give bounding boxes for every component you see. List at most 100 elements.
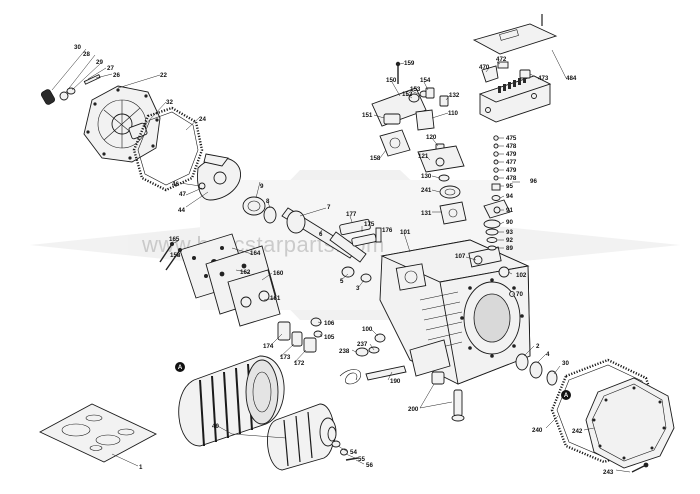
label-29: 29 — [96, 59, 103, 66]
label-120: 120 — [426, 134, 437, 141]
label-477: 477 — [506, 159, 517, 166]
label-478a: 478 — [506, 143, 517, 150]
stator-bore — [245, 359, 279, 425]
shaft-7-counterweight — [286, 210, 306, 234]
label-158b: 158 — [370, 155, 381, 162]
service-valve-assembly — [371, 61, 449, 157]
rotor-bars — [283, 411, 313, 467]
label-158a: 158 — [170, 252, 181, 259]
label-8: 8 — [266, 198, 270, 205]
bolt-200-foot — [451, 414, 465, 422]
marker-a-top-text: A — [178, 365, 183, 371]
ring-100 — [374, 333, 386, 343]
ring-92 — [486, 237, 498, 243]
crankshaft-assembly — [242, 196, 382, 283]
label-154: 154 — [420, 77, 431, 84]
gasket-ring-e — [89, 445, 103, 451]
flange-158-hole — [389, 137, 401, 149]
bolt-56 — [345, 457, 359, 461]
label-101: 101 — [400, 229, 411, 236]
screw-28 — [83, 74, 101, 85]
valve-161b — [258, 290, 270, 302]
ring-4 — [529, 361, 543, 379]
seal-152 — [408, 93, 420, 103]
label-7: 7 — [327, 204, 331, 211]
ring-172 — [303, 337, 317, 353]
crankcase-fins — [419, 291, 463, 351]
gasket-ring-b — [95, 434, 121, 446]
leader-lines — [51, 48, 631, 473]
valve-161a — [240, 296, 252, 308]
label-164: 164 — [250, 250, 261, 257]
label-177: 177 — [346, 211, 357, 218]
ring-89 — [487, 245, 497, 251]
label-160: 160 — [273, 270, 284, 277]
label-90: 90 — [506, 219, 513, 226]
part-478a — [493, 143, 499, 149]
flange-131-hole — [448, 208, 458, 218]
label-121: 121 — [418, 153, 429, 160]
label-54: 54 — [350, 449, 357, 456]
label-162: 162 — [240, 269, 251, 276]
crankcase-bore-inner — [473, 293, 511, 343]
suction-cover-assembly — [40, 74, 204, 192]
valve-91-core — [493, 206, 501, 214]
label-243: 243 — [603, 469, 614, 476]
part-475 — [493, 135, 499, 141]
piston-group — [277, 317, 323, 353]
label-151: 151 — [362, 112, 373, 119]
label-47: 47 — [179, 191, 186, 198]
shaft-6 — [329, 231, 367, 263]
label-238: 238 — [339, 348, 350, 355]
label-102: 102 — [516, 272, 527, 279]
discharge-assembly — [417, 143, 467, 225]
gland-b — [531, 93, 537, 99]
label-93: 93 — [506, 229, 513, 236]
marker-a-right: A — [561, 390, 571, 400]
label-176: 176 — [382, 227, 393, 234]
label-89: 89 — [506, 245, 513, 252]
label-2: 2 — [536, 343, 540, 350]
part-478b — [493, 175, 499, 181]
rotor-hub — [327, 426, 337, 442]
spring-heater — [339, 369, 361, 385]
label-240: 240 — [532, 427, 543, 434]
ring-3 — [360, 273, 372, 283]
label-5: 5 — [340, 278, 344, 285]
label-28: 28 — [83, 51, 90, 58]
crankcase-bolt-ring — [460, 278, 524, 358]
lid-label — [499, 29, 519, 41]
plug-238 — [355, 347, 369, 357]
label-237: 237 — [357, 341, 368, 348]
label-159: 159 — [404, 60, 415, 67]
cover-bolt-holes — [86, 88, 159, 160]
piece-46 — [203, 153, 229, 167]
stator-bore-inner — [252, 371, 272, 413]
label-92: 92 — [506, 237, 513, 244]
label-473: 473 — [538, 75, 549, 82]
screw-159-head — [395, 61, 401, 67]
label-95: 95 — [506, 183, 513, 190]
label-479a: 479 — [506, 151, 517, 158]
ring-93 — [485, 228, 499, 236]
gasket-24 — [132, 106, 204, 192]
label-200: 200 — [408, 406, 419, 413]
label-3: 3 — [356, 285, 360, 292]
label-174: 174 — [263, 343, 274, 350]
gasket-sheet — [38, 403, 158, 463]
gasket-ring-c — [85, 414, 103, 422]
label-32: 32 — [166, 99, 173, 106]
heater-190 — [365, 365, 407, 381]
gasket-24-inner — [137, 111, 199, 186]
fitting-121-hole — [435, 157, 445, 167]
gasket-240 — [550, 358, 660, 464]
label-472: 472 — [496, 56, 507, 63]
gasket-241-inner — [444, 188, 456, 196]
label-172: 172 — [294, 360, 305, 367]
gasket-90 — [483, 219, 501, 229]
label-22: 22 — [160, 72, 167, 79]
label-30a: 30 — [74, 44, 81, 51]
gasket-ring-a — [61, 423, 91, 437]
